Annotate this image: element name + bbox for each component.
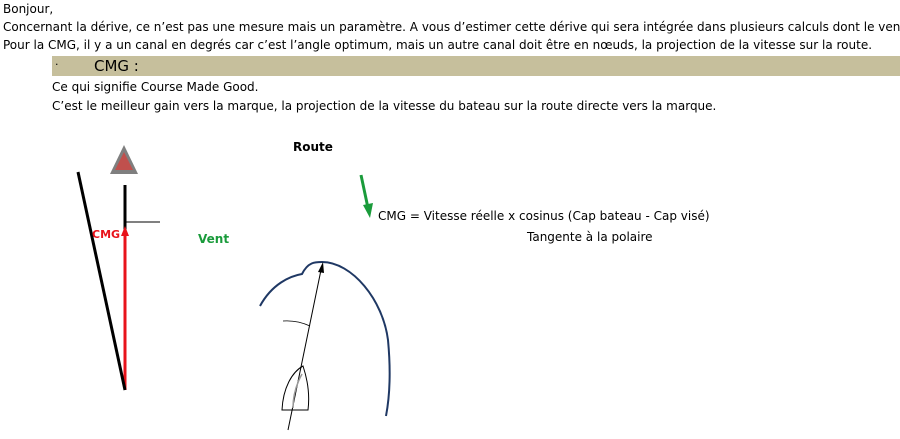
paragraph-derive: Concernant la dérive, ce n’est pas une m… (3, 20, 900, 34)
tangent-label: Tangente à la polaire (527, 230, 653, 244)
boat-hull-icon (281, 365, 310, 411)
cmg-definition: Ce qui signifie Course Made Good. (52, 80, 259, 94)
boat-heading-line (76, 171, 127, 391)
cmg-arrowhead-icon (121, 226, 129, 236)
angle-arc (282, 320, 311, 327)
cmg-formula: CMG = Vitesse réelle x cosinus (Cap bate… (378, 209, 710, 223)
bullet-icon: · (55, 58, 59, 71)
boat-sail-icon (292, 373, 303, 409)
velocity-arrow-head-icon (318, 262, 324, 273)
cmg-explanation: C’est le meilleur gain vers la marque, l… (52, 99, 717, 113)
wind-label: Vent (198, 232, 230, 246)
wind-arrow-head-icon (363, 203, 373, 218)
route-label: Route (293, 140, 333, 154)
cmg-heading-banner: · CMG : (52, 56, 900, 76)
greeting: Bonjour, (3, 2, 54, 16)
paragraph-cmg-channel: Pour la CMG, il y a un canal en degrés c… (3, 38, 873, 52)
mark-triangle-inner-icon (115, 152, 133, 170)
polar-curve (259, 260, 391, 417)
wind-arrow-shaft (359, 174, 370, 209)
cmg-heading: CMG : (94, 57, 139, 75)
cmg-label: CMG (92, 228, 121, 241)
